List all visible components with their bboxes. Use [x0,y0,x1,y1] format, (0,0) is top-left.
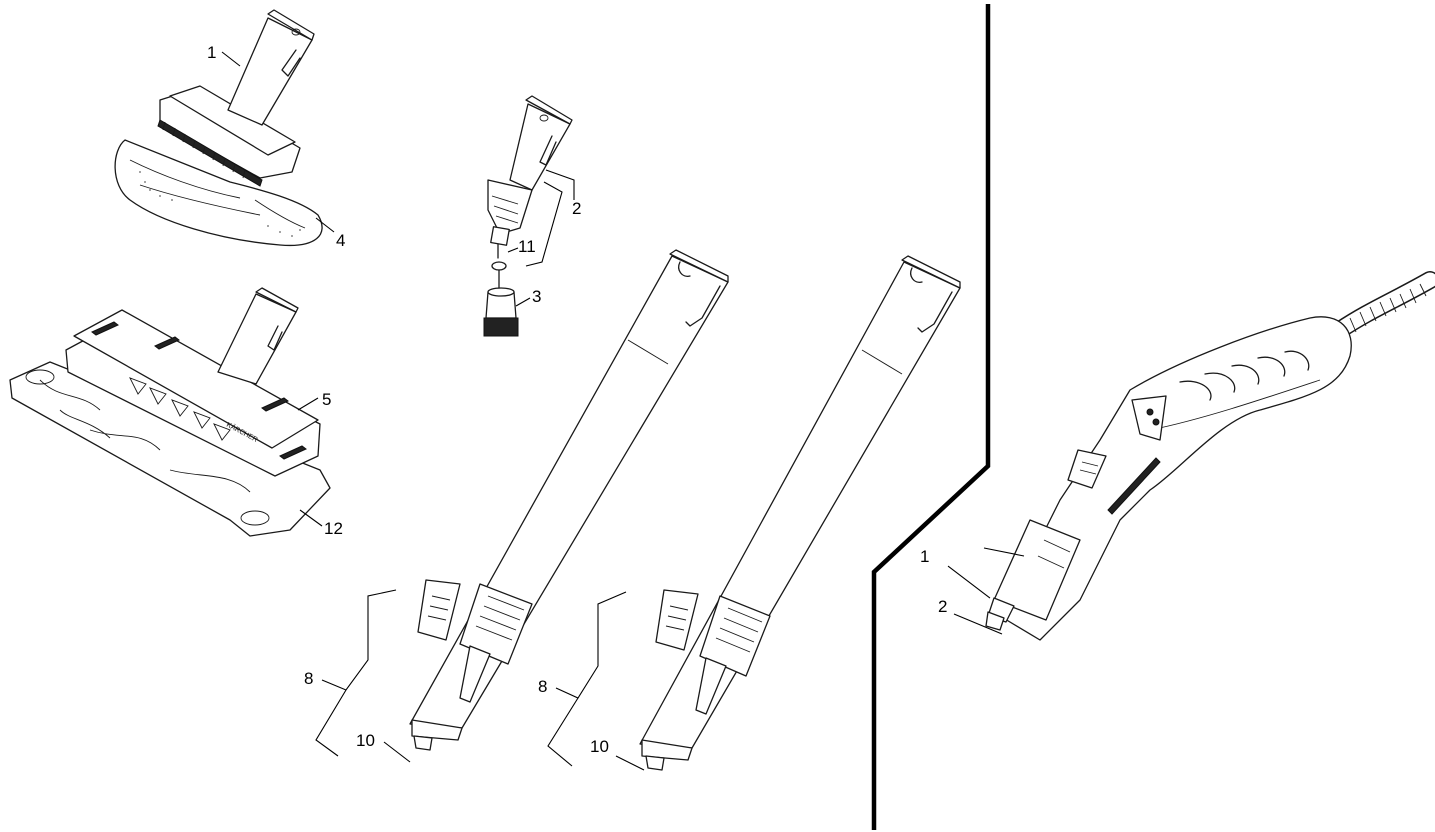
extension-tube-left: 8 10 [304,249,729,763]
callout-10-oring-left: 10 [356,731,375,750]
callout-3-round-brush: 3 [532,287,541,306]
callout-10-oring-right: 10 [590,737,609,756]
detail-nozzle-assembly: 2 11 3 [483,95,581,337]
callout-12-cloth: 12 [324,519,343,538]
hand-brush-with-cover: 1 4 [114,9,345,250]
callout-8-extension-left: 8 [304,669,313,688]
extension-tube-right: 8 10 [538,255,961,771]
callout-1-gun: 1 [920,547,929,566]
callout-4-cover: 4 [336,231,345,250]
callout-11-ring: 11 [518,237,536,256]
callout-1-brush: 1 [207,43,216,62]
callout-5-floor-nozzle: 5 [322,390,331,409]
callout-8-extension-right: 8 [538,677,547,696]
callout-2-hand-nozzle: 2 [572,199,581,218]
callout-2-gun: 2 [938,597,947,616]
section-divider [871,4,991,830]
steam-gun: 1 2 [920,271,1435,641]
floor-nozzle-with-cloth: KÄRCHER 5 12 [9,287,343,538]
